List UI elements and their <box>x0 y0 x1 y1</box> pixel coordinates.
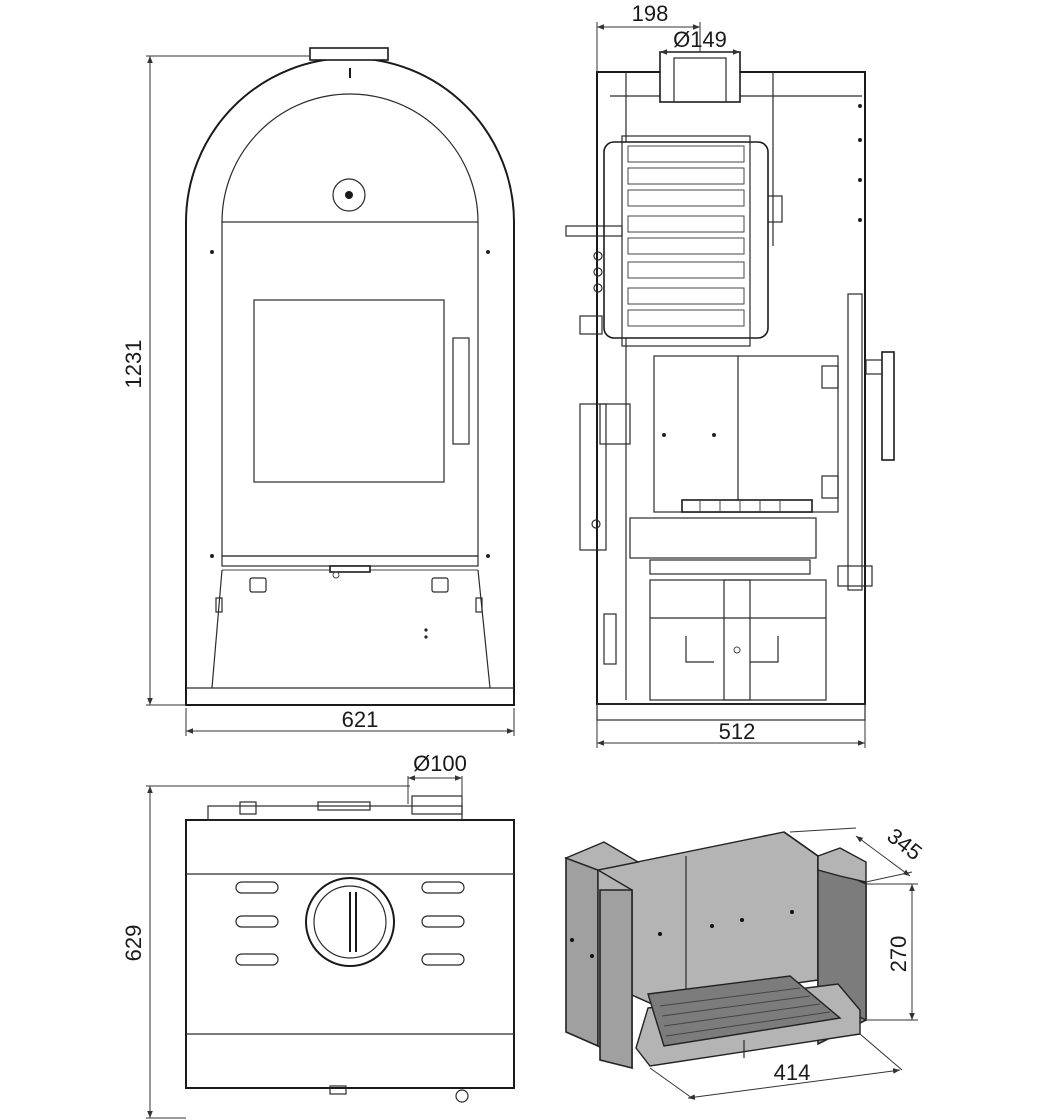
liner-grate <box>647 975 842 1047</box>
door-handle-side <box>881 351 895 461</box>
ash-drawer-area <box>211 555 491 689</box>
flue-collar-top <box>305 877 395 967</box>
side-view: 198 Ø149 512 <box>565 1 895 748</box>
ash-box <box>603 579 827 701</box>
top-body <box>185 795 515 1103</box>
heat-exchanger-module <box>565 135 783 347</box>
liner-width-dimension: 414 <box>649 1033 903 1100</box>
top-depth-dimension: 629 <box>121 785 410 1119</box>
side-flue-offset-dimension: 198 <box>596 1 701 72</box>
door-glass <box>253 299 445 483</box>
door-frame <box>210 221 490 558</box>
top-depth-label: 629 <box>121 925 146 962</box>
flue-outlet <box>659 51 741 103</box>
front-height-dimension: 1231 <box>121 55 310 706</box>
vent-slots <box>235 881 465 966</box>
firebox-liner: 345 270 414 <box>564 823 927 1100</box>
front-view: 1231 621 <box>121 47 515 736</box>
side-depth-label: 512 <box>719 719 756 744</box>
liner-height-label: 270 <box>886 936 911 973</box>
air-control-knob <box>332 178 366 212</box>
liner-width-label: 414 <box>774 1060 811 1085</box>
liner-left-wall <box>565 856 599 1048</box>
grate <box>681 499 813 513</box>
stove-front-body <box>185 47 515 706</box>
door-handle <box>452 337 470 445</box>
air-intake-diameter-label: Ø100 <box>413 751 467 776</box>
top-view: Ø100 629 <box>121 751 515 1119</box>
front-width-label: 621 <box>342 707 379 732</box>
liner-depth-label: 345 <box>882 823 926 865</box>
air-control-assembly <box>579 403 607 551</box>
side-flue-diameter-dimension: Ø149 <box>660 27 740 55</box>
combustion-chamber <box>629 355 839 575</box>
front-height-label: 1231 <box>121 340 146 389</box>
front-door-section <box>579 293 895 591</box>
exchanger-pipe-fitting <box>565 225 623 237</box>
air-intake-diameter-dimension: Ø100 <box>407 751 467 804</box>
side-depth-dimension: 512 <box>596 719 866 748</box>
flue-offset-label: 198 <box>632 1 669 26</box>
liner-height-dimension: 270 <box>866 883 918 1021</box>
side-base-plate <box>596 703 866 721</box>
front-width-dimension: 621 <box>185 707 515 736</box>
flue-diameter-label: Ø149 <box>673 27 727 52</box>
